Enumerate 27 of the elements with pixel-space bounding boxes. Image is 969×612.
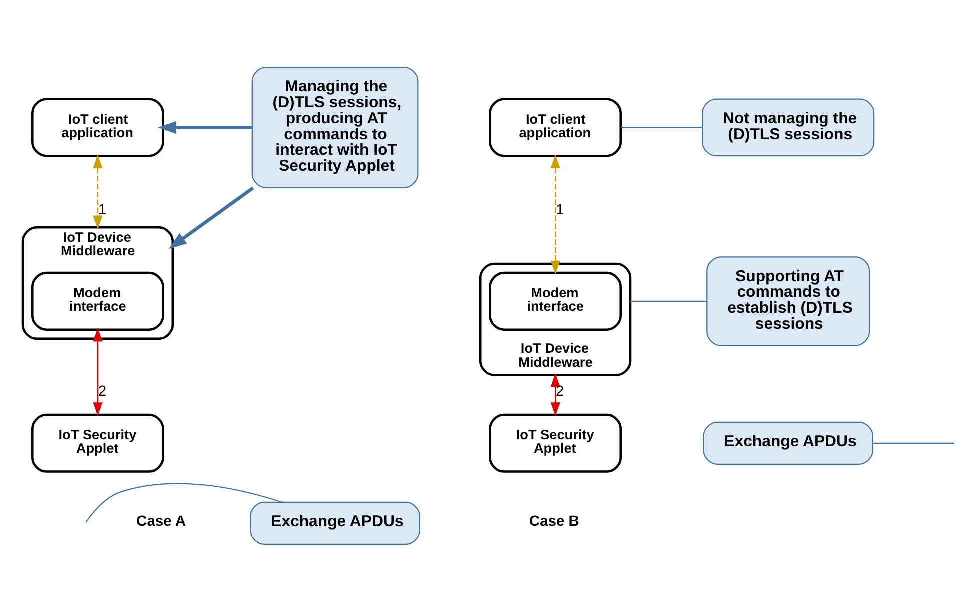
node-box: Managing the (D)TLS sessions, producing AT commands to interact with IoT Security Applet (251, 66, 418, 188)
label: Case B (528, 514, 579, 530)
connector (630, 300, 706, 302)
arrow (92, 154, 102, 230)
arrow (92, 328, 102, 416)
node-box: Modem interface (31, 272, 164, 331)
connector (872, 442, 954, 444)
edge-label: 1 (555, 202, 564, 218)
node-box: Supporting AT commands to establish (D)TLS sessions (706, 256, 870, 346)
node-box: Exchange APDUs (250, 502, 420, 546)
node-box: IoT client application (488, 98, 622, 158)
arrow (550, 154, 560, 275)
label: Case A (136, 514, 186, 530)
edge-label: 2 (555, 384, 564, 400)
node-box: IoT Security Applet (488, 414, 622, 473)
node-box: IoT client application (31, 98, 164, 158)
arrow (168, 186, 254, 250)
edge-label: 2 (98, 384, 106, 400)
node-box: Modem interface (488, 272, 622, 331)
connector (85, 483, 282, 523)
arrow (550, 374, 560, 416)
node-box: Exchange APDUs (702, 422, 873, 465)
node-box: IoT Security Applet (31, 414, 164, 473)
node-box: Not managing the (D)TLS sessions (702, 98, 874, 157)
edge-label: 1 (98, 202, 106, 218)
connector (620, 127, 702, 128)
arrow (158, 121, 252, 134)
